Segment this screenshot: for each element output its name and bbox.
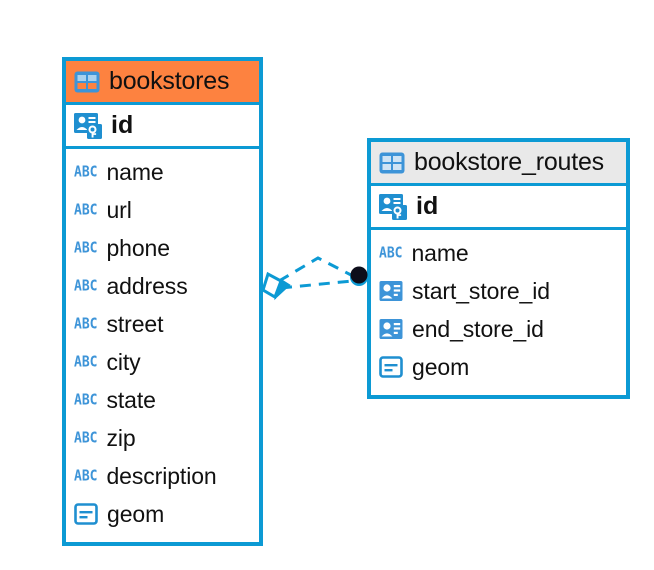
field-row-address[interactable]: ABC address <box>74 267 251 305</box>
field-label-address: address <box>106 272 188 299</box>
field-row-url[interactable]: ABC url <box>74 191 251 229</box>
entity-title-bookstores: bookstores <box>109 67 230 95</box>
field-list-bookstore-routes: ABC name start_store_id <box>371 230 626 390</box>
abc-text-icon: ABC <box>74 429 98 447</box>
geometry-icon <box>74 503 98 525</box>
table-icon <box>379 152 405 174</box>
field-row-city[interactable]: ABC city <box>74 343 251 381</box>
abc-text-icon: ABC <box>74 277 98 295</box>
field-row-phone[interactable]: ABC phone <box>74 229 251 267</box>
primary-key-icon <box>74 112 102 139</box>
table-icon <box>74 71 100 93</box>
field-label-geom: geom <box>107 500 165 527</box>
pk-label-bookstore-routes-id: id <box>416 192 439 220</box>
foreign-key-icon <box>379 318 403 340</box>
field-row-geom[interactable]: geom <box>74 495 251 533</box>
field-label-geom: geom <box>412 353 470 380</box>
abc-text-icon: ABC <box>74 201 98 219</box>
entity-header-bookstore-routes[interactable]: bookstore_routes <box>371 142 626 186</box>
field-row-street[interactable]: ABC street <box>74 305 251 343</box>
field-label-zip: zip <box>106 424 136 451</box>
field-label-start-store-id: start_store_id <box>412 277 550 304</box>
pk-row-bookstores-id[interactable]: id <box>66 105 259 149</box>
field-label-city: city <box>106 348 141 375</box>
diamond-marker <box>261 271 291 301</box>
pk-label-bookstores-id: id <box>111 111 134 139</box>
field-row-start-store-id[interactable]: start_store_id <box>379 272 618 310</box>
abc-text-icon: ABC <box>74 163 98 181</box>
geometry-icon <box>379 356 403 378</box>
abc-text-icon: ABC <box>74 391 98 409</box>
abc-text-icon: ABC <box>74 239 98 257</box>
field-row-geom[interactable]: geom <box>379 348 618 386</box>
entity-table-bookstores[interactable]: bookstores id <box>62 57 263 546</box>
field-label-street: street <box>106 310 164 337</box>
abc-text-icon: ABC <box>74 315 98 333</box>
abc-text-icon: ABC <box>74 467 98 485</box>
entity-table-bookstore-routes[interactable]: bookstore_routes id <box>367 138 630 399</box>
field-label-url: url <box>106 196 132 223</box>
field-label-phone: phone <box>106 234 170 261</box>
field-row-description[interactable]: ABC description <box>74 457 251 495</box>
field-row-name[interactable]: ABC name <box>379 234 618 272</box>
filled-circle-marker <box>350 266 368 286</box>
abc-text-icon: ABC <box>74 353 98 371</box>
field-label-state: state <box>106 386 156 413</box>
field-label-end-store-id: end_store_id <box>412 315 544 342</box>
field-label-name: name <box>106 158 164 185</box>
primary-key-icon <box>379 193 407 220</box>
field-label-name: name <box>411 239 469 266</box>
field-row-zip[interactable]: ABC zip <box>74 419 251 457</box>
relationship-line-upper <box>278 256 354 283</box>
foreign-key-icon <box>379 280 403 302</box>
entity-header-bookstores[interactable]: bookstores <box>66 61 259 105</box>
field-label-description: description <box>106 462 217 489</box>
abc-text-icon: ABC <box>379 244 403 262</box>
pk-row-bookstore-routes-id[interactable]: id <box>371 186 626 230</box>
entity-title-bookstore-routes: bookstore_routes <box>414 148 604 176</box>
field-row-end-store-id[interactable]: end_store_id <box>379 310 618 348</box>
relationship-line-lower <box>280 279 353 290</box>
field-list-bookstores: ABC name ABC url ABC phone ABC address A… <box>66 149 259 537</box>
field-row-name[interactable]: ABC name <box>74 153 251 191</box>
field-row-state[interactable]: ABC state <box>74 381 251 419</box>
